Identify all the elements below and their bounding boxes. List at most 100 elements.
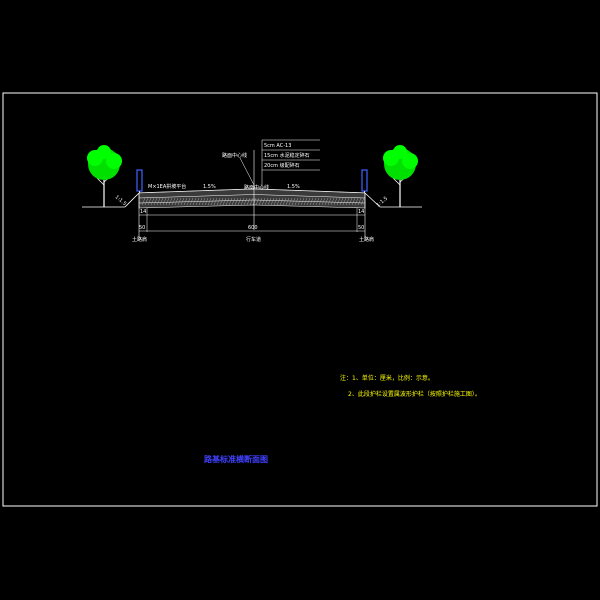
layer-label-2: 15cm 水泥稳定碎石 [264, 152, 310, 159]
hatch-stroke [180, 197, 185, 206]
hatch-stroke [186, 197, 191, 206]
hatch-stroke [342, 197, 347, 206]
notes-line-1: 注：1、单位：厘米，比例：示意。 [340, 374, 434, 382]
right-embank-ratio: 1:1.5 [375, 196, 389, 209]
hatch-stroke [339, 197, 344, 206]
hatch-stroke [195, 197, 200, 206]
hatch-stroke [315, 197, 320, 206]
hatch-stroke [183, 197, 188, 206]
hatch-stroke [300, 197, 305, 206]
hatch-stroke [222, 197, 227, 206]
right-slope-label: 1.5% [287, 184, 300, 190]
hatch-stroke [318, 197, 323, 206]
left-tree-icon [87, 145, 122, 207]
hatch-stroke [327, 197, 332, 206]
pavement-hatching [141, 197, 365, 206]
right-embankment-slope [364, 192, 381, 208]
drawing-frame [2, 92, 598, 507]
hatch-stroke [312, 197, 317, 206]
hatch-stroke [213, 197, 218, 206]
hatch-stroke [168, 197, 173, 206]
left-slope-label: 1.5% [203, 184, 216, 190]
hatch-stroke [354, 197, 359, 206]
hatch-stroke [309, 197, 314, 206]
crown-leader [239, 157, 255, 186]
hatch-stroke [198, 197, 203, 206]
hatch-stroke [225, 197, 230, 206]
hatch-stroke [267, 197, 272, 206]
hatch-stroke [252, 197, 257, 206]
hatch-stroke [201, 197, 206, 206]
hatch-stroke [276, 197, 281, 206]
hatch-stroke [345, 197, 350, 206]
left-embankment-slope [124, 192, 140, 208]
left-side-note: M×1EA拱坡平台 [148, 183, 186, 190]
hatch-stroke [270, 197, 275, 206]
hatch-stroke [303, 197, 308, 206]
hatch-stroke [171, 197, 176, 206]
hatch-stroke [150, 197, 155, 206]
hatch-stroke [228, 197, 233, 206]
layer-label-1: 5cm AC-13 [264, 143, 291, 149]
hatch-stroke [192, 197, 197, 206]
label-left-shoulder: 土路肩 [132, 236, 147, 243]
hatch-stroke [282, 197, 287, 206]
hatch-stroke [336, 197, 341, 206]
hatch-stroke [357, 197, 362, 206]
hatch-stroke [243, 197, 248, 206]
right-tree-icon [383, 145, 418, 207]
hatch-stroke [324, 197, 329, 206]
pavement-layers [138, 188, 366, 209]
label-right-shoulder: 土路肩 [359, 236, 374, 243]
hatch-stroke [333, 197, 338, 206]
hatch-stroke [165, 197, 170, 206]
hatch-stroke [156, 197, 161, 206]
hatch-stroke [273, 197, 278, 206]
hatch-stroke [249, 197, 254, 206]
hatch-stroke [285, 197, 290, 206]
hatch-stroke [159, 197, 164, 206]
hatch-stroke [330, 197, 335, 206]
dim-left-small: 14 [140, 209, 146, 215]
hatch-stroke [291, 197, 296, 206]
hatch-stroke [210, 197, 215, 206]
hatch-stroke [189, 197, 194, 206]
hatch-stroke [288, 197, 293, 206]
dim-center-width: 600 [248, 225, 258, 231]
hatch-stroke [204, 197, 209, 206]
hatch-stroke [219, 197, 224, 206]
drawing-title: 路基标准横断面图 [204, 454, 268, 464]
hatch-stroke [246, 197, 251, 206]
dim-left-shoulder: 50 [139, 225, 145, 231]
hatch-stroke [258, 197, 263, 206]
hatch-stroke [216, 197, 221, 206]
layer-label-3: 20cm 级配碎石 [264, 162, 300, 169]
hatch-stroke [153, 197, 158, 206]
hatch-stroke [321, 197, 326, 206]
label-center-lane: 行车道 [246, 236, 261, 243]
hatch-stroke [360, 197, 365, 206]
hatch-stroke [261, 197, 266, 206]
hatch-stroke [351, 197, 356, 206]
hatch-stroke [264, 197, 269, 206]
hatch-stroke [177, 197, 182, 206]
hatch-stroke [162, 197, 167, 206]
left-embank-ratio: 1:1.5 [114, 194, 128, 207]
notes-line-2: 2、此段护栏设置属波形护栏（按照护栏施工图）。 [348, 390, 481, 398]
dim-right-shoulder: 50 [358, 225, 364, 231]
hatch-stroke [297, 197, 302, 206]
hatch-stroke [240, 197, 245, 206]
dim-right-small: 14 [358, 209, 364, 215]
hatch-stroke [231, 197, 236, 206]
hatch-stroke [255, 197, 260, 206]
hatch-stroke [237, 197, 242, 206]
hatch-stroke [234, 197, 239, 206]
hatch-stroke [207, 197, 212, 206]
hatch-stroke [306, 197, 311, 206]
hatch-stroke [174, 197, 179, 206]
hatch-stroke [144, 197, 149, 206]
crown-label: 路面中心线 [244, 184, 269, 191]
hatch-stroke [348, 197, 353, 206]
hatch-stroke [141, 197, 146, 206]
